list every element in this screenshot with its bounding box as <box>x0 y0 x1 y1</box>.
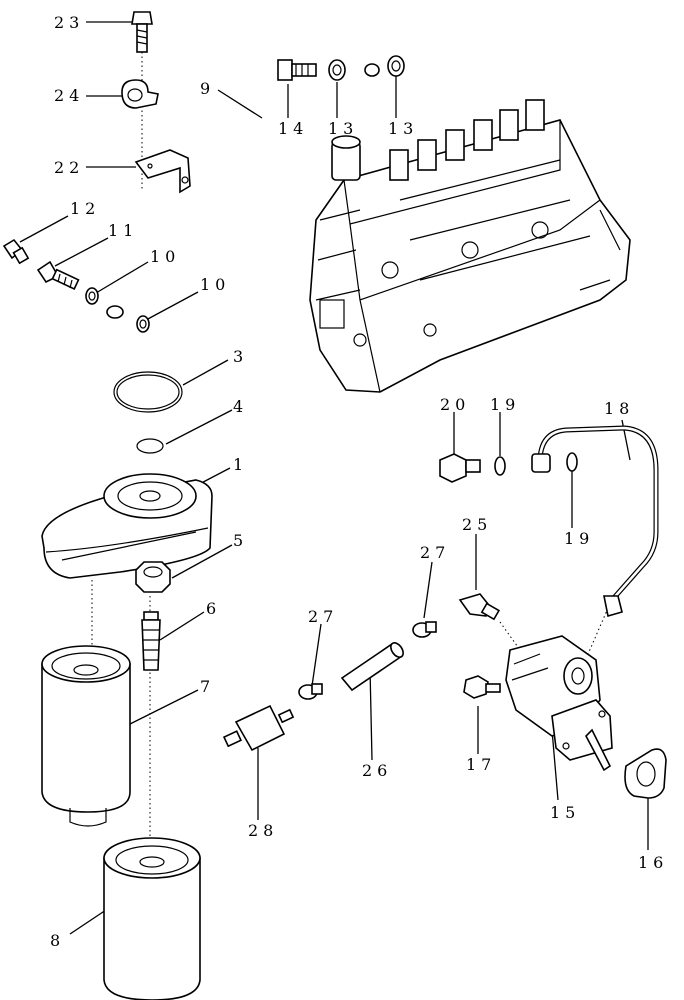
clamps-27 <box>298 621 437 700</box>
hose-26 <box>340 642 404 692</box>
bolt-17 <box>463 675 501 699</box>
injection-pump <box>309 99 631 393</box>
label-19a: 19 <box>490 395 520 414</box>
oring-3 <box>113 371 183 413</box>
washers-10 <box>85 287 150 333</box>
label-26: 26 <box>362 761 392 780</box>
label-28: 28 <box>248 821 278 840</box>
label-1: 1 <box>233 455 248 474</box>
washers-13 <box>328 55 405 81</box>
label-8: 8 <box>50 931 65 950</box>
label-6: 6 <box>206 599 221 618</box>
callout-labels: 23 24 22 9 14 13 13 12 11 10 10 3 4 1 5 … <box>50 13 668 950</box>
label-27a: 27 <box>308 607 338 626</box>
label-7: 7 <box>200 677 215 696</box>
fitting-11 <box>36 260 80 290</box>
leader-5 <box>171 544 233 579</box>
fitting-6 <box>141 611 161 671</box>
seal-4 <box>136 438 164 454</box>
washers-19 <box>494 452 578 476</box>
label-19b: 19 <box>564 529 594 548</box>
bolt-20 <box>439 453 481 483</box>
label-18: 18 <box>604 399 634 418</box>
leader-11 <box>54 237 109 267</box>
label-14: 14 <box>278 119 308 138</box>
clip-24 <box>121 79 159 109</box>
leader-10a <box>95 261 149 294</box>
label-17: 17 <box>466 755 496 774</box>
label-27b: 27 <box>420 543 450 562</box>
leader-4 <box>165 409 233 445</box>
label-9: 9 <box>200 79 215 98</box>
leader-8 <box>69 909 107 935</box>
label-15: 15 <box>550 803 580 822</box>
gasket-16 <box>624 748 667 799</box>
leader-3 <box>182 359 229 386</box>
label-12: 12 <box>70 199 100 218</box>
label-4: 4 <box>233 397 248 416</box>
leader-10b <box>145 291 199 321</box>
fitting-12 <box>2 238 30 265</box>
filter-7 <box>41 645 131 827</box>
leader-6 <box>159 611 205 641</box>
tube-9 <box>106 8 380 319</box>
leader-15 <box>551 729 559 801</box>
label-13a: 13 <box>328 119 358 138</box>
fitting-14 <box>277 59 317 81</box>
transfer-pump-15 <box>505 635 613 772</box>
filter-head-1 <box>41 473 213 579</box>
leader-26 <box>369 667 373 761</box>
filter-8 <box>103 837 201 1000</box>
label-22: 22 <box>54 158 84 177</box>
label-10b: 10 <box>200 275 230 294</box>
label-10a: 10 <box>150 247 180 266</box>
label-20: 20 <box>440 395 470 414</box>
label-5: 5 <box>233 531 248 550</box>
label-23: 23 <box>54 13 84 32</box>
tube-18 <box>531 425 659 618</box>
inline-filter-28 <box>222 704 295 752</box>
bracket-22 <box>134 149 191 194</box>
nut-5 <box>135 561 171 593</box>
label-16: 16 <box>638 853 668 872</box>
label-11: 11 <box>108 221 138 240</box>
label-3: 3 <box>233 347 248 366</box>
leader-9 <box>217 89 263 119</box>
leader-27a <box>311 623 322 687</box>
label-24: 24 <box>54 86 84 105</box>
bolt-23 <box>131 11 153 53</box>
leader-7 <box>129 689 199 725</box>
label-25: 25 <box>462 515 492 534</box>
leader-12 <box>19 215 69 243</box>
leader-27b <box>423 561 433 619</box>
elbow-25 <box>458 593 501 621</box>
label-13b: 13 <box>388 119 418 138</box>
